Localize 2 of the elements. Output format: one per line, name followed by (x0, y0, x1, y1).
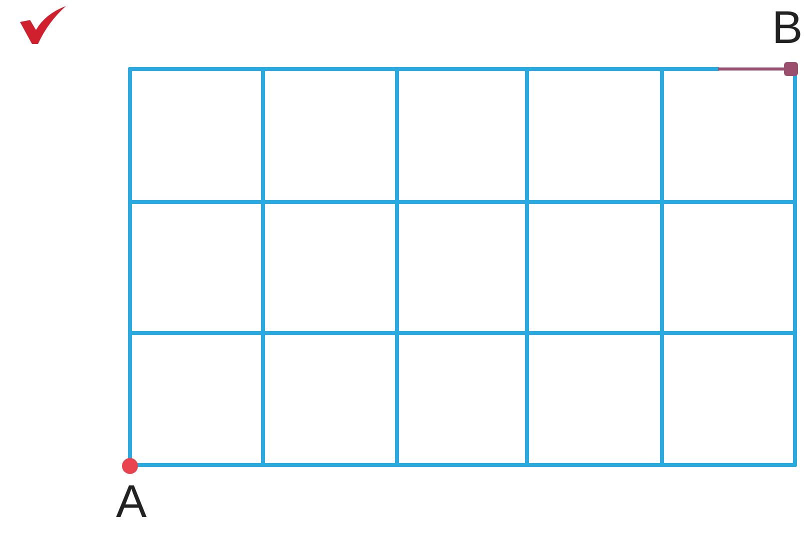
point-label: B (772, 4, 803, 50)
point-label: A (116, 478, 147, 524)
